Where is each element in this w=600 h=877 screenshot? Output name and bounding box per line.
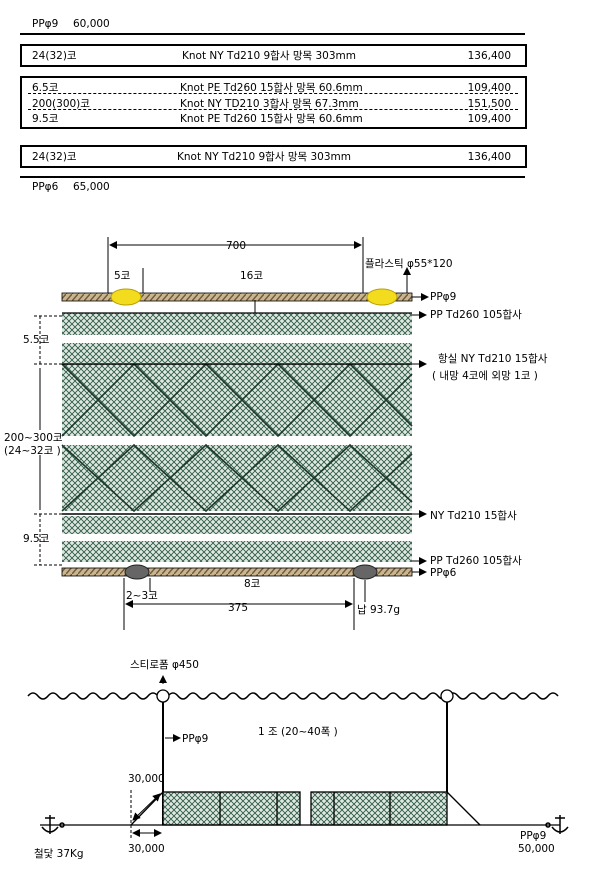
spec-box-2: 6.5코 Knot PE Td260 15합사 망목 60.6mm 109,40… [20, 76, 527, 129]
mesh-5.5-label: 5.5코 [23, 334, 50, 346]
spec-box-1: 24(32)코 Knot NY Td210 9합사 망목 303mm 136,4… [20, 44, 527, 67]
spec-price: 109,400 [467, 82, 511, 94]
lower-panel-label: PP Td260 105합사 [430, 555, 522, 567]
spec-mesh: 9.5코 [32, 113, 59, 125]
bottom-rope-value: 65,000 [73, 181, 110, 193]
rope-right-length: 50,000 [518, 843, 555, 855]
bottom-rope-label: PPφ6 [32, 181, 59, 193]
upper-panel-label: PP Td260 105합사 [430, 309, 522, 321]
float [110, 288, 142, 306]
buoy [156, 689, 170, 703]
fine-panel [62, 343, 412, 363]
bottom-rope-label: PPφ6 [430, 567, 457, 579]
spec-desc: Knot NY Td210 9합사 망목 303mm [177, 151, 351, 163]
net-unit [310, 791, 448, 826]
main-net-panel [61, 362, 413, 513]
vertical-rope-label: PPφ9 [182, 733, 209, 745]
buoy [440, 689, 454, 703]
sinker [124, 564, 150, 580]
spec-box-3: 24(32)코 Knot NY Td210 9합사 망목 303mm 136,4… [20, 145, 527, 168]
dim-b-label: 30,000 [128, 843, 165, 855]
nylon-label: NY Td210 15합사 [430, 510, 517, 522]
spec-desc: Knot PE Td260 15합사 망목 60.6mm [180, 82, 363, 94]
buoy-label: 스티로폼 φ450 [130, 659, 199, 671]
sinker [352, 564, 378, 580]
lower-fine-panel [62, 516, 412, 534]
spec-desc: Knot PE Td260 15합사 망목 60.6mm [180, 113, 363, 125]
float [366, 288, 398, 306]
top-rope-value: 60,000 [73, 18, 110, 30]
spec-price: 109,400 [467, 113, 511, 125]
spec-price: 136,400 [467, 50, 511, 62]
divider-top [20, 33, 525, 35]
mesh-16-label: 16코 [240, 270, 264, 282]
rope-right-label: PPφ9 [520, 830, 547, 842]
anchor-icon [545, 815, 569, 834]
spec-desc: Knot NY Td210 9합사 망목 303mm [182, 50, 356, 62]
sinker-label: 납 93.7g [357, 604, 401, 616]
spec-desc: Knot NY TD210 3합사 망목 67.3mm [180, 98, 359, 110]
dim-700-label: 700 [226, 240, 247, 252]
mesh-200-label: 200~300코 [4, 432, 63, 444]
row-separator [28, 109, 518, 110]
dim-a-label: 30,000 [128, 773, 165, 785]
main-net-label: 항실 NY Td210 15합사 [438, 353, 548, 365]
spec-mesh: 200(300)코 [32, 98, 90, 110]
top-rope-label: PPφ9 [430, 291, 457, 303]
float-label: 플라스틱 φ55*120 [365, 258, 453, 270]
upper-net-panel [62, 313, 412, 335]
dim-375-label: 375 [228, 602, 249, 614]
net-unit [162, 791, 301, 826]
divider-bottom [20, 176, 525, 178]
main-net-sublabel: ( 내망 4코에 외망 1코 ) [432, 370, 538, 382]
spec-price: 136,400 [467, 151, 511, 163]
top-rope-label: PPφ9 [32, 18, 59, 30]
unit-label: 1 조 (20~40폭 ) [258, 726, 338, 738]
mesh-2-3-label: 2~3코 [126, 590, 158, 602]
sea-surface [27, 692, 559, 700]
spec-mesh: 24(32)코 [32, 50, 77, 62]
row-separator [28, 93, 518, 94]
mesh-8-label: 8코 [244, 578, 261, 590]
anchor-left-label: 철닻 37Kg [34, 848, 84, 860]
spec-mesh: 6.5코 [32, 82, 59, 94]
anchor-icon [41, 815, 65, 834]
mesh-9.5-label: 9.5코 [23, 533, 50, 545]
spec-price: 151,500 [467, 98, 511, 110]
spec-mesh: 24(32)코 [32, 151, 77, 163]
lower-net-panel [62, 541, 412, 562]
mesh-5-label: 5코 [114, 270, 131, 282]
mesh-24-label: (24~32코 ) [4, 445, 61, 457]
